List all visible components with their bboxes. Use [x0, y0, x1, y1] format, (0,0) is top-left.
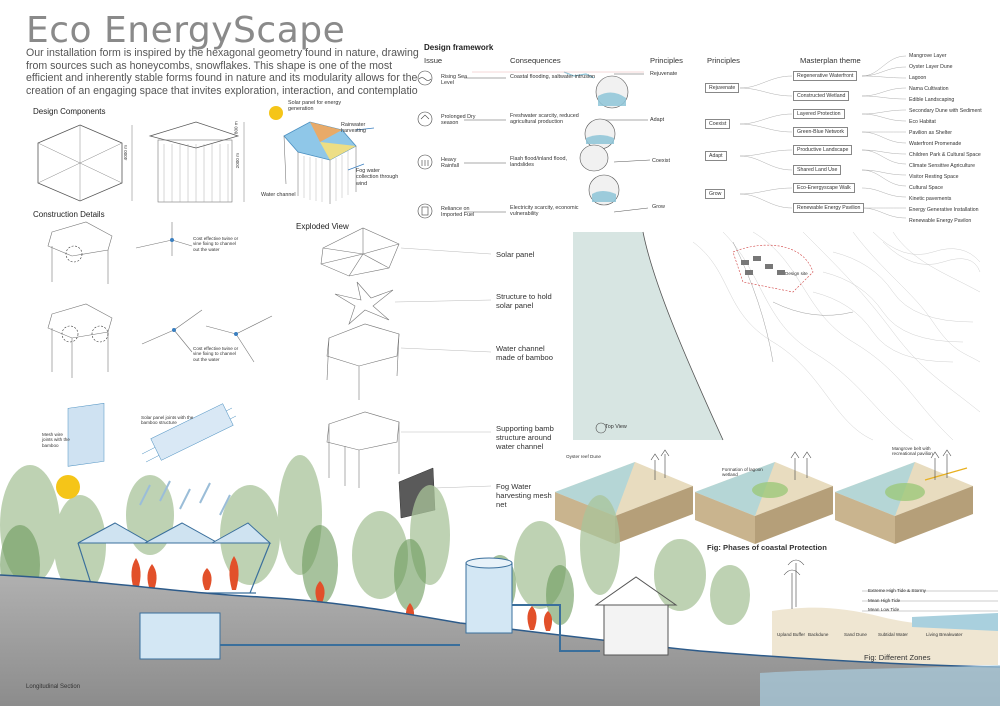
pavilion-elevation-drawing [148, 121, 245, 203]
tide-high: Mean High Tide [868, 598, 901, 603]
mp-item-3: Lagoon [909, 75, 927, 81]
consequence-2: Freshwater scarcity, reduced agricultura… [510, 113, 579, 126]
exploded-item-4: Supporting bamb structure around water c… [496, 424, 554, 451]
construction-note-2: Cost effective twine or vine fixing to c… [193, 346, 239, 362]
mp-item-13: Cultural Space [909, 185, 944, 191]
construction-note-1: Cost effective twine or vine fixing to c… [193, 236, 239, 252]
zone-1: Upland Buffer [777, 632, 806, 637]
tide-extreme: Extreme High Tide & Stormy [868, 588, 926, 593]
issue-4: Reliance on Imported Fuel [441, 206, 475, 219]
section-sun-icon [56, 475, 80, 499]
mp-principle-3: Adapt [705, 151, 727, 161]
issue-1: Rising Sea Level [441, 74, 468, 87]
sun-icon [269, 106, 283, 120]
mp-principle-2: Coexist [705, 119, 731, 129]
mp-col-theme: Masterplan theme [800, 56, 861, 65]
mp-item-4: Nama Cultivation [909, 86, 949, 92]
design-components-heading: Design Components [33, 107, 106, 116]
mp-theme-6: Shared Land Use [793, 165, 842, 175]
top-view-label: Top View [605, 424, 627, 430]
pavilion-3d-drawing [269, 106, 375, 204]
mp-item-11: Climate Sensitive Agriculture [909, 163, 976, 169]
zone-4: Subtidal Water [878, 632, 908, 637]
construction-heading: Construction Details [33, 210, 105, 219]
zone-2: Backdune [808, 632, 829, 637]
construction-drawings [47, 221, 273, 467]
zones-section-drawing [772, 559, 998, 665]
mp-item-12: Visitor Resting Space [909, 174, 959, 180]
page-title: Eco EnergyScape [26, 10, 346, 51]
mp-theme-2: Constructed Wetland [793, 91, 850, 101]
principle-2: Adapt [650, 117, 665, 123]
dim-roof: 800 m [233, 121, 239, 135]
masterplan-links [739, 55, 907, 219]
col-consequences: Consequences [510, 56, 561, 65]
mp-item-15: Energy Generative Installation [909, 207, 979, 213]
exploded-item-3: Water channel made of bamboo [496, 344, 553, 362]
design-site-label: Design site [785, 271, 808, 276]
col-principles: Principles [650, 56, 683, 65]
mp-item-7: Eco Habitat [909, 119, 936, 125]
coastal-phases-drawings [555, 449, 973, 544]
hexagon-plan-drawing [37, 124, 133, 202]
site-map [573, 231, 981, 441]
longitudinal-section-drawing [0, 455, 1000, 706]
mp-theme-4: Green-Blue Network [793, 127, 848, 137]
consequence-1: Coastal flooding, saltwater intrusion [510, 74, 596, 80]
callout-fog: Fog water collection through wind [356, 168, 399, 187]
zones-caption: Fig: Different Zones [864, 653, 931, 662]
framework-heading: Design framework [424, 43, 494, 52]
mp-theme-5: Productive Landscape [793, 145, 853, 155]
issue-3: Heavy Rainfall [441, 157, 459, 170]
exploded-item-5: Fog Water harvesting mesh net [496, 482, 552, 509]
zone-3: Sand Dune [844, 632, 867, 637]
mp-principle-4: Grow [705, 189, 726, 199]
section-caption: Longitudinal Section [26, 684, 81, 690]
dim-height: 2000 m [234, 153, 240, 169]
mp-col-principles: Principles [707, 56, 740, 65]
mp-theme-7: Eco-Energyscape Walk [793, 183, 855, 193]
tide-low: Mean Low Tide [868, 607, 900, 612]
callout-rain: Rainwater harvesting [341, 122, 366, 135]
mp-item-14: Kinetic pavements [909, 196, 952, 202]
mp-theme-1: Regenerative Waterfront [793, 71, 858, 81]
mp-item-1: Mangrove Layer [909, 53, 947, 59]
intro-paragraph: Our installation form is inspired by the… [26, 47, 419, 97]
mp-item-2: Oyster Layer Dune [909, 64, 953, 70]
principle-3: Coexist [652, 158, 670, 164]
solar-joint-note: Solar panel joints with the bamboo struc… [141, 415, 194, 426]
mp-item-6: Secondary Dune with Sediment [909, 108, 982, 114]
phase-label-3: Mangrove belt with recreational pavilion [892, 446, 933, 457]
mp-theme-8: Renewable Energy Pavilion [793, 203, 865, 213]
exploded-heading: Exploded View [296, 222, 349, 231]
mp-theme-3: Layered Protection [793, 109, 845, 119]
exploded-item-1: Solar panel [496, 250, 535, 259]
consequence-4: Electricity scarcity, economic vulnerabi… [510, 205, 579, 218]
principle-4: Grow [652, 204, 665, 210]
exploded-item-2: Structure to hold solar panel [496, 292, 552, 310]
mp-item-8: Pavilion as Shelter [909, 130, 952, 136]
mp-item-10: Children Park & Cultural Space [909, 152, 981, 158]
col-issue: Issue [424, 56, 443, 65]
mp-item-5: Edible Landscaping [909, 97, 955, 103]
mp-item-9: Waterfront Promenade [909, 141, 962, 147]
phase-label-2: Formation of lagoon wetland [722, 467, 763, 478]
callout-channel: Water channel [261, 192, 296, 198]
mp-principle-1: Rejuvenate [705, 83, 740, 93]
dim-width: 4000 m [122, 145, 128, 161]
mp-item-16: Renewable Energy Pavilon [909, 218, 972, 224]
phases-caption: Fig: Phases of coastal Protection [707, 543, 827, 552]
zone-5: Living Breakwater [926, 632, 963, 637]
phase-label-1: Oyster reef Dune [566, 454, 601, 459]
consequence-3: Flash flood/inland flood, landslides [510, 156, 567, 169]
principle-1: Rejuvenate [650, 71, 678, 77]
callout-solar: Solar panel for energy generation [288, 100, 342, 113]
framework-graphics [417, 70, 651, 219]
mesh-note: Mesh wire joints with the bamboo [42, 432, 70, 448]
issue-2: Prolonged Dry season [441, 114, 476, 127]
